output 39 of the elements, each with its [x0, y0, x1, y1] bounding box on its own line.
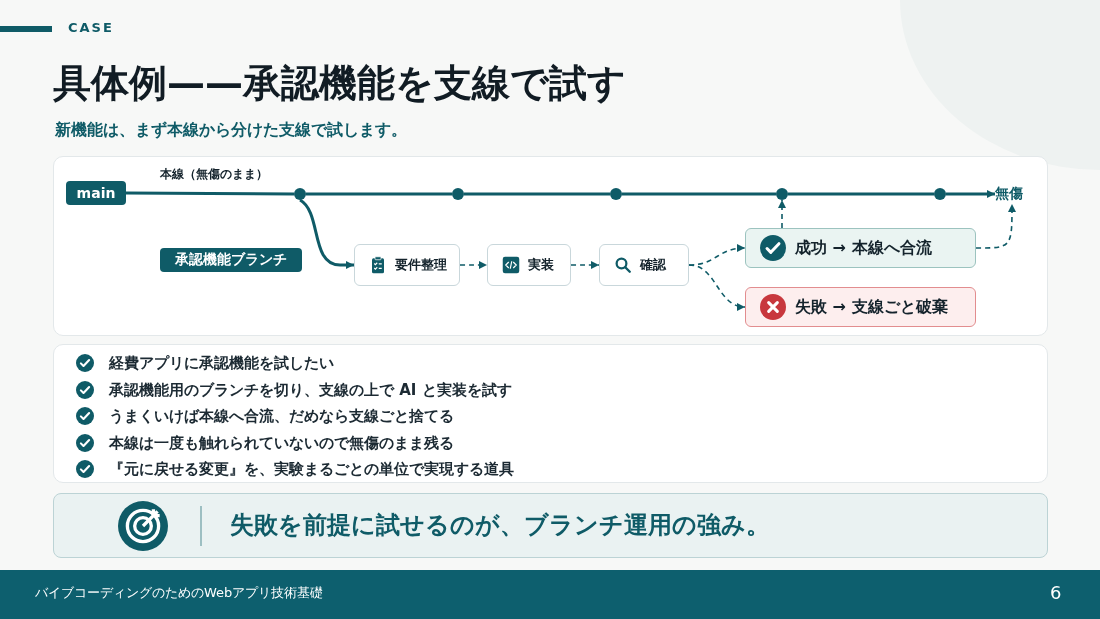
callout-text: 失敗を前提に試せるのが、ブランチ運用の強み。 — [230, 510, 770, 540]
process-box — [599, 244, 689, 286]
list-item: うまくいけば本線へ合流、だめなら支線ごと捨てる — [109, 406, 454, 427]
callout-box — [53, 493, 1048, 558]
result-box — [745, 228, 976, 268]
arrow — [299, 198, 354, 269]
process-box — [354, 244, 460, 286]
line — [622, 192, 776, 196]
step-label: 要件整理 — [395, 255, 447, 274]
page-number: 6 — [1050, 582, 1062, 603]
result-label: 失敗 → 支線ごと破棄 — [795, 295, 948, 318]
arrow — [459, 261, 488, 269]
arrow — [570, 261, 600, 269]
line-label: 本線（無傷のまま） — [160, 166, 268, 183]
step-label: 実装 — [528, 255, 554, 274]
arrow — [975, 203, 1016, 249]
arrow — [688, 264, 746, 310]
process-box — [487, 244, 571, 286]
arrow — [778, 199, 786, 229]
line — [126, 191, 294, 196]
subtitle: 新機能は、まず本線から分けた支線で試します。 — [55, 120, 407, 141]
list-item: 本線は一度も触れられていないので無傷のまま残る — [109, 432, 454, 454]
line — [464, 192, 610, 196]
branch-tag: main — [66, 181, 126, 205]
line — [788, 192, 934, 196]
list-item: 『元に戻せる変更』を、実験まるごとの単位で実現する道具 — [109, 459, 514, 480]
footer-text: バイブコーディングのためのWebアプリ技術基礎 — [35, 584, 324, 602]
branch-tag: 承認機能ブランチ — [160, 248, 302, 272]
list-item: 承認機能用のブランチを切り、支線の上で AI と実装を試す — [109, 379, 512, 401]
arrow — [946, 190, 995, 198]
end-label: 無傷 — [995, 184, 1029, 204]
section-label: CASE — [68, 20, 114, 35]
line — [306, 192, 452, 196]
step-label: 確認 — [640, 255, 666, 274]
list-item: 経費アプリに承認機能を試したい — [109, 353, 334, 374]
result-box — [745, 287, 976, 327]
bullet-panel — [53, 344, 1048, 483]
title: 具体例——承認機能を支線で試す — [53, 60, 626, 107]
result-label: 成功 → 本線へ合流 — [795, 236, 932, 259]
